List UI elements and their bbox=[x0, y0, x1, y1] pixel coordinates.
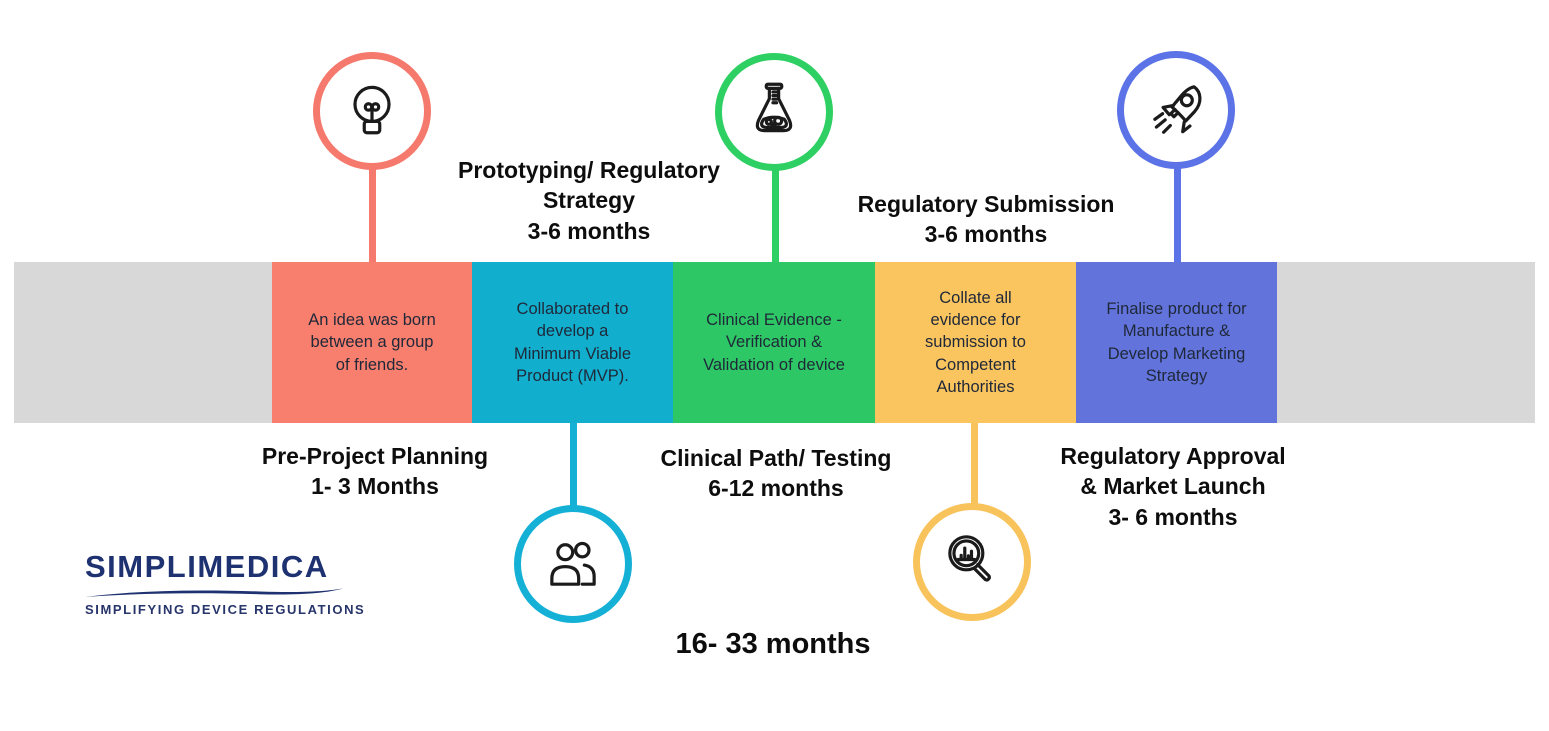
stage-3-connector bbox=[772, 168, 779, 264]
stage-5-connector bbox=[1174, 166, 1181, 264]
stage-1-segment-text: An idea was born between a group of frie… bbox=[308, 311, 436, 374]
magnifier-icon bbox=[939, 527, 1005, 598]
stage-1-segment: An idea was born between a group of frie… bbox=[272, 262, 472, 423]
flask-icon bbox=[741, 77, 807, 148]
stage-4-segment-text: Collate all evidence for submission to C… bbox=[925, 289, 1026, 396]
lightbulb-icon bbox=[339, 76, 405, 147]
stage-5-ring bbox=[1117, 51, 1235, 169]
logo-swoosh bbox=[85, 588, 343, 597]
stage-1-ring bbox=[313, 52, 431, 170]
logo-name: SIMPLIMEDICA bbox=[85, 549, 355, 585]
stage-3-label: Clinical Path/ Testing 6-12 months bbox=[660, 445, 892, 502]
stage-3-ring bbox=[715, 53, 833, 171]
logo-name-simpli: SIMPLI bbox=[85, 549, 198, 584]
stage-5-segment: Finalise product for Manufacture & Devel… bbox=[1076, 262, 1277, 423]
stage-2-segment-text: Collaborated to develop a Minimum Viable… bbox=[513, 300, 632, 385]
stage-3-segment-text: Clinical Evidence - Verification & Valid… bbox=[703, 311, 845, 374]
stage-4-label: Regulatory Submission 3-6 months bbox=[857, 191, 1115, 248]
logo: SIMPLIMEDICA SIMPLIFYING DEVICE REGULATI… bbox=[85, 549, 366, 617]
stage-1-label: Pre-Project Planning 1- 3 Months bbox=[261, 443, 489, 500]
stage-5-segment-text: Finalise product for Manufacture & Devel… bbox=[1106, 300, 1247, 385]
stage-1-connector bbox=[369, 166, 376, 264]
stage-2-ring bbox=[514, 505, 632, 623]
stage-3-segment: Clinical Evidence - Verification & Valid… bbox=[673, 262, 875, 423]
people-icon bbox=[540, 529, 606, 600]
rocket-icon bbox=[1143, 75, 1209, 146]
stage-4-connector bbox=[971, 421, 978, 507]
stage-4-ring bbox=[913, 503, 1031, 621]
stage-2-connector bbox=[570, 421, 577, 509]
total-duration-label: 16- 33 months bbox=[675, 628, 871, 660]
stage-5-label: Regulatory Approval & Market Launch 3- 6… bbox=[1060, 443, 1286, 530]
stage-2-segment: Collaborated to develop a Minimum Viable… bbox=[472, 262, 673, 423]
stage-4-segment: Collate all evidence for submission to C… bbox=[875, 262, 1076, 423]
logo-name-medica: MEDICA bbox=[197, 549, 329, 584]
stage-2-label: Prototyping/ Regulatory Strategy 3-6 mon… bbox=[458, 157, 720, 244]
logo-tagline: SIMPLIFYING DEVICE REGULATIONS bbox=[85, 602, 366, 617]
